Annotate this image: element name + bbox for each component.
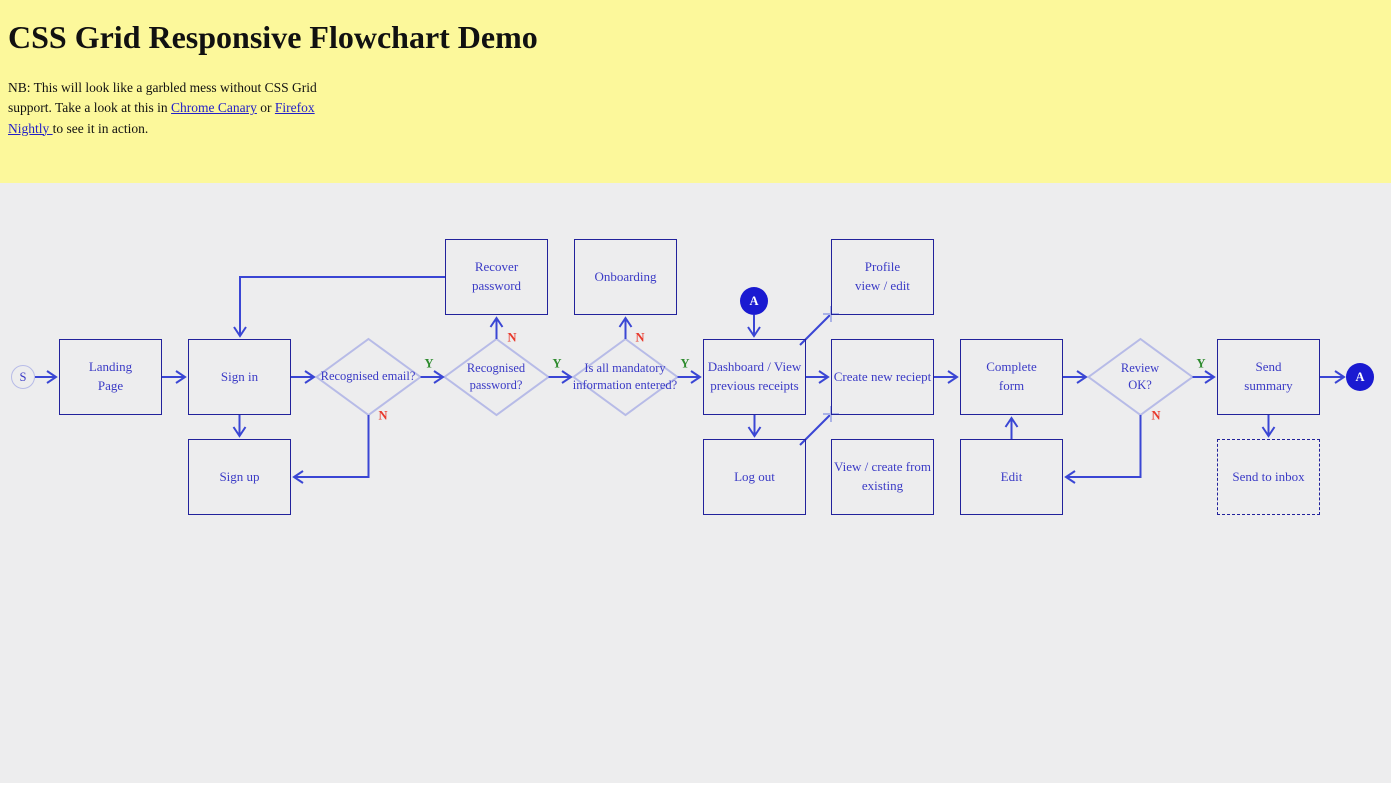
node-label: form — [998, 378, 1025, 393]
node-label: previous receipts — [710, 378, 799, 393]
node-label: Dashboard / View — [707, 359, 802, 375]
node-label: Sign up — [219, 468, 260, 484]
decision-recognised-email: Recognised email? — [303, 339, 433, 415]
branch-yes-label: Y — [424, 356, 434, 371]
decision-label: information entered? — [572, 378, 678, 392]
node-view-create-from-existing: View / create from existing — [831, 439, 934, 515]
decision-label: OK? — [1128, 378, 1152, 392]
node-label: Sign in — [220, 368, 259, 384]
node-edit: Edit — [960, 439, 1063, 515]
page-header: CSS Grid Responsive Flowchart Demo NB: T… — [0, 0, 1391, 183]
node-recover-password: Recover password — [445, 239, 548, 315]
node-label: Create new reciept — [833, 368, 932, 384]
arrow-lines — [35, 276, 1346, 484]
branch-no-label: N — [1151, 408, 1161, 423]
branch-yes-label: Y — [1196, 356, 1206, 371]
node-label: Page — [97, 378, 124, 393]
note-text-after: to see it in action. — [52, 120, 149, 136]
branch-yes-label: Y — [552, 356, 562, 371]
decision-label: Recognised email? — [320, 369, 416, 384]
node-sign-in: Sign in — [188, 339, 291, 415]
connector-a-end: A — [1346, 363, 1374, 391]
node-label: Profile — [864, 259, 901, 275]
branch-no-label: N — [507, 330, 517, 345]
node-label: Send to inbox — [1232, 468, 1305, 484]
decision-mandatory-info: Is all mandatory information entered? — [560, 339, 690, 415]
node-dashboard: Dashboard / View previous receipts — [703, 339, 806, 415]
node-send-summary: Send summary — [1217, 339, 1320, 415]
nb-note: NB: This will look like a garbled mess w… — [8, 78, 356, 139]
decision-label: Recognised — [466, 360, 526, 375]
decision-label: Is all mandatory — [584, 360, 666, 375]
branch-no-label: N — [635, 330, 645, 345]
connector-a-top: A — [740, 287, 768, 315]
page-title: CSS Grid Responsive Flowchart Demo — [8, 19, 538, 55]
node-label: password — [471, 278, 522, 293]
note-text-middle: or — [256, 100, 275, 116]
node-label: View / create from — [833, 459, 932, 475]
connector-a-label: A — [749, 293, 759, 308]
node-label: Landing — [88, 359, 133, 375]
node-label: summary — [1244, 378, 1293, 393]
node-create-new-receipt: Create new reciept — [831, 339, 934, 415]
firefox-nightly-link[interactable]: Firefox Nightly — [8, 100, 315, 136]
flowchart: S A A Landing Page Sign in Sign up Recov… — [0, 183, 1391, 783]
node-label: view / edit — [855, 278, 910, 293]
node-profile-view-edit: Profile view / edit — [831, 239, 934, 315]
node-send-to-inbox: Send to inbox — [1217, 439, 1320, 515]
node-label: Send — [1255, 359, 1282, 375]
chrome-canary-link[interactable]: Chrome Canary — [171, 100, 257, 116]
node-label: existing — [861, 478, 904, 493]
decision-label: Review — [1120, 360, 1160, 375]
node-label: Log out — [734, 468, 775, 484]
note-text-before: NB: This will look like a garbled mess w… — [8, 80, 317, 116]
node-sign-up: Sign up — [188, 439, 291, 515]
node-label: Edit — [1000, 468, 1023, 484]
start-label: S — [19, 369, 27, 384]
start-terminator: S — [11, 365, 35, 389]
branch-no-label: N — [378, 408, 388, 423]
node-label: Onboarding — [594, 268, 657, 284]
node-label: Recover — [474, 259, 519, 275]
node-label: Complete — [986, 359, 1037, 375]
decision-recognised-password: Recognised password? — [431, 339, 561, 415]
decision-label: password? — [469, 378, 523, 392]
node-landing-page: Landing Page — [59, 339, 162, 415]
node-log-out: Log out — [703, 439, 806, 515]
branch-yes-label: Y — [680, 356, 690, 371]
decision-review-ok: Review OK? — [1075, 339, 1205, 415]
flowchart-connectors — [35, 276, 1346, 484]
connector-a-label: A — [1355, 369, 1365, 384]
node-complete-form: Complete form — [960, 339, 1063, 415]
node-onboarding: Onboarding — [574, 239, 677, 315]
